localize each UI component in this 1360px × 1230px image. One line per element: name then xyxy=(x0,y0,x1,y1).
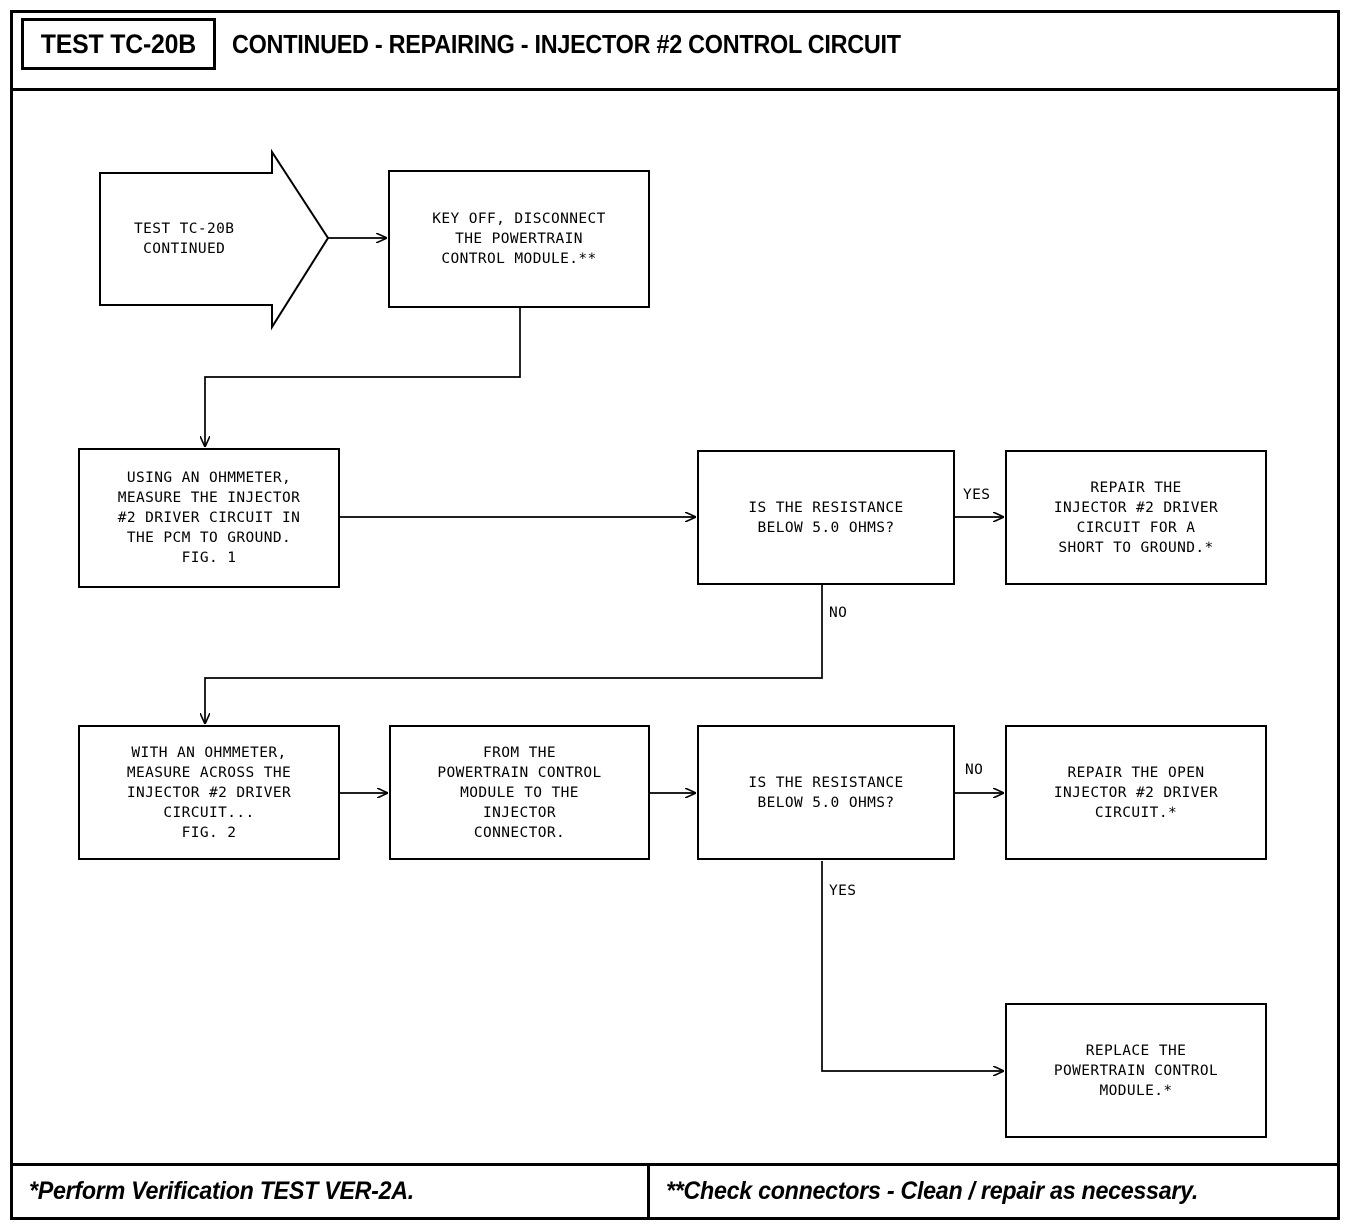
node-decision-resistance-1-text: IS THE RESISTANCE BELOW 5.0 OHMS? xyxy=(748,499,904,536)
header-title: CONTINUED - REPAIRING - INJECTOR #2 CONT… xyxy=(216,13,975,75)
node-decision-resistance-1[interactable]: IS THE RESISTANCE BELOW 5.0 OHMS? xyxy=(697,450,955,585)
node-measure-to-ground-text: USING AN OHMMETER, MEASURE THE INJECTOR … xyxy=(117,470,301,566)
node-start-text: TEST TC-20B CONTINUED xyxy=(134,221,235,257)
footer-cell-left: *Perform Verification TEST VER-2A. xyxy=(13,1166,650,1217)
node-from-pcm-to-injector[interactable]: FROM THE POWERTRAIN CONTROL MODULE TO TH… xyxy=(389,725,650,860)
node-key-off[interactable]: KEY OFF, DISCONNECT THE POWERTRAIN CONTR… xyxy=(388,170,650,308)
edge-keyoff-to-measure-ground xyxy=(205,305,521,446)
node-start[interactable]: TEST TC-20B CONTINUED xyxy=(100,173,300,305)
edge-decision2-yes xyxy=(821,861,1003,1071)
header-band: TEST TC-20B CONTINUED - REPAIRING - INJE… xyxy=(13,13,1337,75)
test-id-badge: TEST TC-20B xyxy=(21,18,216,70)
node-key-off-text: KEY OFF, DISCONNECT THE POWERTRAIN CONTR… xyxy=(432,211,606,267)
edge-label-yes-1: YES xyxy=(963,487,991,503)
edge-label-yes-2: YES xyxy=(829,883,857,899)
page-title: CONTINUED - REPAIRING - INJECTOR #2 CONT… xyxy=(231,28,901,59)
node-measure-across[interactable]: WITH AN OHMMETER, MEASURE ACROSS THE INJ… xyxy=(78,725,340,860)
node-decision-resistance-2-text: IS THE RESISTANCE BELOW 5.0 OHMS? xyxy=(748,774,904,811)
node-measure-to-ground[interactable]: USING AN OHMMETER, MEASURE THE INJECTOR … xyxy=(78,448,340,588)
node-repair-short-to-ground[interactable]: REPAIR THE INJECTOR #2 DRIVER CIRCUIT FO… xyxy=(1005,450,1267,585)
page-frame xyxy=(10,10,1340,1220)
node-measure-across-text: WITH AN OHMMETER, MEASURE ACROSS THE INJ… xyxy=(126,744,292,841)
node-from-pcm-to-injector-text: FROM THE POWERTRAIN CONTROL MODULE TO TH… xyxy=(437,744,602,841)
node-repair-open-circuit-text: REPAIR THE OPEN INJECTOR #2 DRIVER CIRCU… xyxy=(1053,764,1219,821)
edge-decision1-no xyxy=(205,585,823,723)
node-repair-short-to-ground-text: REPAIR THE INJECTOR #2 DRIVER CIRCUIT FO… xyxy=(1053,479,1219,556)
footer-note-verification: *Perform Verification TEST VER-2A. xyxy=(29,1177,415,1205)
footer-cell-right: **Check connectors - Clean / repair as n… xyxy=(650,1166,1337,1217)
header-divider xyxy=(13,88,1337,91)
footer-divider xyxy=(13,1163,1337,1166)
edge-label-no-2: NO xyxy=(965,762,984,778)
node-replace-pcm-text: REPLACE THE POWERTRAIN CONTROL MODULE.* xyxy=(1053,1042,1219,1099)
node-repair-open-circuit[interactable]: REPAIR THE OPEN INJECTOR #2 DRIVER CIRCU… xyxy=(1005,725,1267,860)
node-decision-resistance-2[interactable]: IS THE RESISTANCE BELOW 5.0 OHMS? xyxy=(697,725,955,860)
footer-band: *Perform Verification TEST VER-2A. **Che… xyxy=(13,1166,1337,1217)
start-pentagon-shape xyxy=(99,148,330,331)
test-id-label: TEST TC-20B xyxy=(40,28,197,59)
edge-label-no-1: NO xyxy=(829,605,848,621)
node-replace-pcm[interactable]: REPLACE THE POWERTRAIN CONTROL MODULE.* xyxy=(1005,1003,1267,1138)
footer-note-connectors: **Check connectors - Clean / repair as n… xyxy=(666,1177,1199,1205)
